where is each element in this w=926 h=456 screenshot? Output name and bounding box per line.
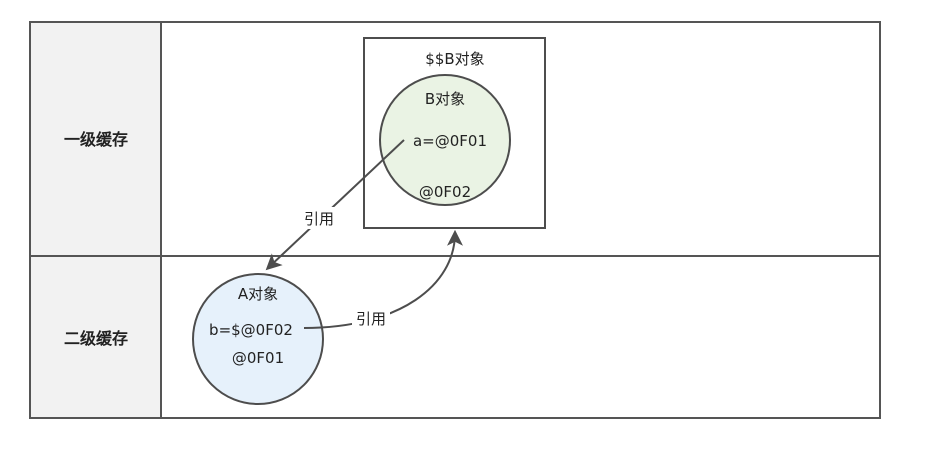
table-border (29, 21, 881, 419)
edge-a-to-wrapper-line (303, 229, 463, 329)
edge-a-to-wrapper-label: 引用 (356, 310, 386, 328)
object-a-circle (192, 273, 324, 405)
object-a: A对象 b=$@0F02 @0F01 (192, 273, 324, 405)
level2-cache-label: 二级缓存 (64, 329, 128, 348)
object-b: B对象 a=@0F01 @0F02 (379, 74, 511, 206)
edge-b-to-a-label-bg (300, 207, 338, 229)
wrapper-box-title: $$B对象 (425, 50, 484, 68)
row-header-cell-level2 (30, 256, 161, 418)
object-b-field: a=@0F01 (413, 132, 487, 150)
object-a-title: A对象 (238, 285, 278, 303)
edge-b-to-a: 引用 (265, 139, 405, 271)
object-b-title: B对象 (425, 90, 465, 108)
cache-table: 一级缓存 二级缓存 (29, 21, 881, 419)
object-a-field: b=$@0F02 (209, 321, 293, 339)
edge-b-to-a-line (265, 139, 405, 271)
level1-cache-label: 一级缓存 (64, 130, 128, 149)
object-b-circle (379, 74, 511, 206)
edge-a-to-wrapper-label-bg (352, 307, 390, 329)
object-b-address: @0F02 (419, 183, 471, 201)
edge-b-to-a-label: 引用 (304, 210, 334, 228)
object-a-address: @0F01 (232, 349, 284, 367)
row-header-cell-level1 (30, 22, 161, 256)
edge-a-to-wrapper: 引用 (303, 229, 463, 329)
